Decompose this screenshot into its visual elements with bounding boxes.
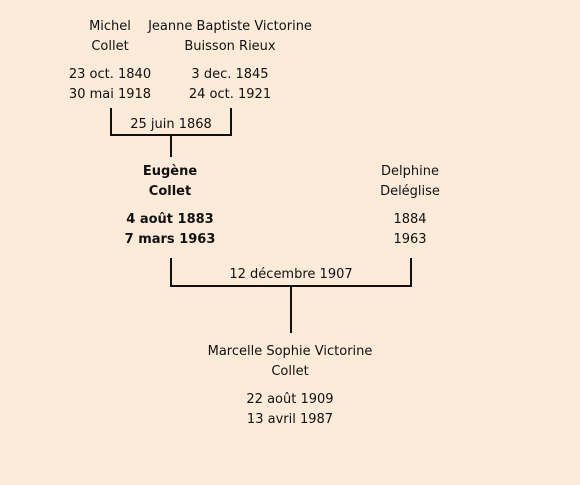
person-delphine-deleglise[interactable]: Delphine Deléglise 1884 1963 (380, 162, 440, 250)
last-name: Collet (91, 39, 129, 54)
marriage-date-grandparents: 25 juin 1868 (130, 117, 212, 132)
birth-date: 23 oct. 1840 (68, 67, 152, 82)
death-date: 30 mai 1918 (68, 87, 152, 102)
birth-date: 4 août 1883 (126, 212, 214, 227)
birth-date: 3 dec. 1845 (191, 67, 269, 82)
connector-right-drop (410, 258, 412, 286)
birth-date: 22 août 1909 (246, 392, 334, 407)
person-jeanne-buisson-rieux[interactable]: Jeanne Baptiste Victorine Buisson Rieux … (148, 17, 312, 105)
death-date: 13 avril 1987 (246, 412, 334, 427)
first-name: Delphine (381, 164, 439, 179)
person-eugene-collet[interactable]: Eugène Collet 4 août 1883 7 mars 1963 (125, 162, 216, 250)
person-michel-collet[interactable]: Michel Collet 23 oct. 1840 30 mai 1918 (69, 17, 151, 105)
first-name: Eugène (142, 164, 198, 179)
birth-date: 1884 (393, 212, 427, 227)
last-name: Collet (271, 364, 309, 379)
death-date: 1963 (393, 232, 427, 247)
connector-left-drop (110, 108, 112, 135)
death-date: 24 oct. 1921 (188, 87, 272, 102)
last-name: Deléglise (380, 184, 440, 199)
connector-right-drop (230, 108, 232, 135)
connector-descent (170, 135, 172, 157)
death-date: 7 mars 1963 (124, 232, 216, 247)
connector-descent (290, 286, 292, 333)
first-name: Marcelle Sophie Victorine (207, 344, 373, 359)
last-name: Buisson Rieux (184, 39, 276, 54)
first-name: Jeanne Baptiste Victorine (148, 19, 312, 34)
connector-left-drop (170, 258, 172, 286)
first-name: Michel (89, 19, 131, 34)
marriage-date-parents: 12 décembre 1907 (229, 267, 353, 282)
person-marcelle-collet[interactable]: Marcelle Sophie Victorine Collet 22 août… (208, 342, 373, 430)
last-name: Collet (148, 184, 192, 199)
